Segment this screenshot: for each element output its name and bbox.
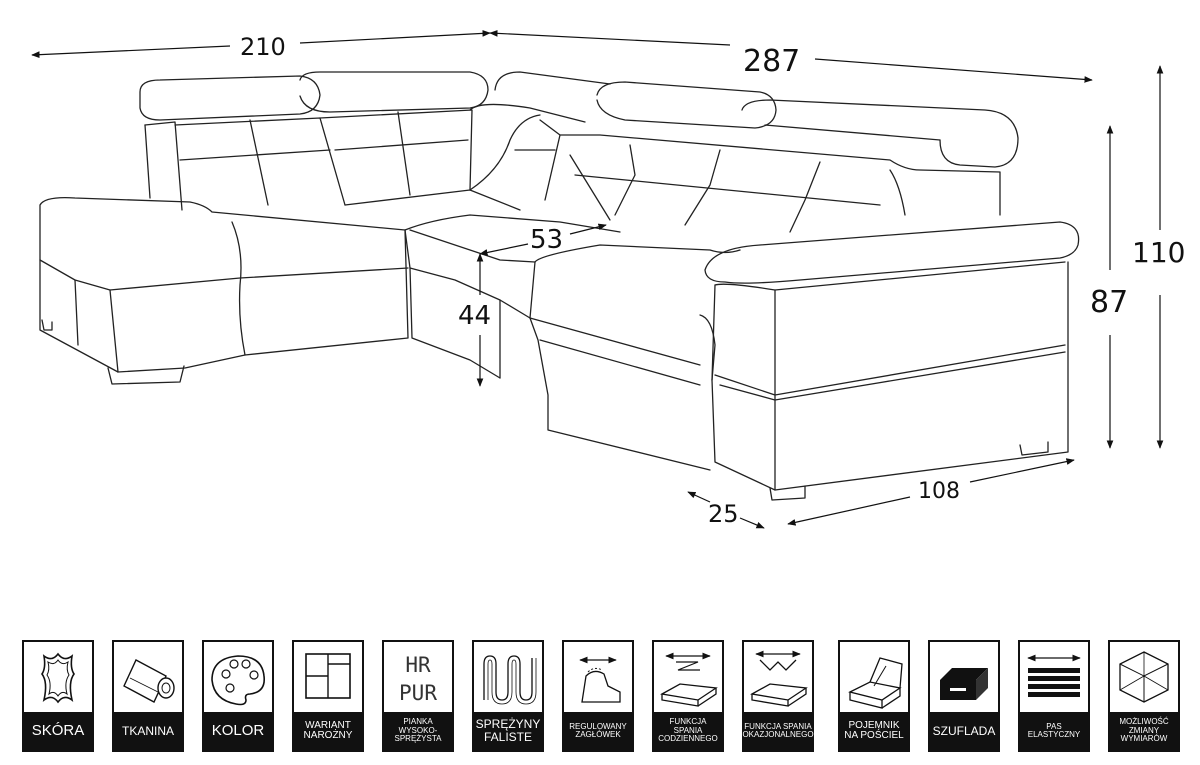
feature-skora: SKÓRA	[22, 640, 94, 752]
bedding-container-icon	[840, 642, 908, 714]
feature-label: REGULOWANY ZAGŁÓWEK	[564, 712, 632, 750]
feature-label: FUNKCJA SPANIA CODZIENNEGO	[654, 712, 722, 750]
feature-label: SKÓRA	[24, 712, 92, 750]
dim-armrest-height: 87	[1090, 285, 1128, 320]
foam-icon: HR PUR	[384, 642, 452, 714]
elastic-belt-icon	[1020, 642, 1088, 714]
feature-label: TKANINA	[114, 712, 182, 750]
feature-szuflada: SZUFLADA	[928, 640, 1000, 752]
feature-label: FUNKCJA SPANIA OKAZJONALNEGO	[742, 712, 814, 750]
dimension-lines	[31, 30, 1164, 529]
feature-pojemnik: POJEMNIK NA POŚCIEL	[838, 640, 910, 752]
feature-zmiana: MOŻLIWOŚĆ ZMIANY WYMIARÓW	[1108, 640, 1180, 752]
palette-icon	[204, 642, 272, 714]
dim-total-height: 110	[1132, 236, 1185, 269]
feature-label: WARIANT NAROŻNY	[294, 712, 362, 750]
feature-tkanina: TKANINA	[112, 640, 184, 752]
feature-codzienna: FUNKCJA SPANIA CODZIENNEGO	[652, 640, 724, 752]
sofa-dimension-drawing: 210 287 110 87 53 44 25 108	[31, 30, 1185, 529]
feature-label: SPRĘŻYNY FALISTE	[474, 712, 542, 750]
dim-left-width: 210	[240, 33, 286, 61]
foam-badge-bottom: PUR	[399, 681, 437, 705]
feature-label: KOLOR	[204, 712, 272, 750]
feature-wariant: WARIANT NAROŻNY	[292, 640, 364, 752]
dim-right-width: 287	[743, 44, 800, 79]
drawer-icon	[930, 642, 998, 714]
feature-label: PAS ELASTYCZNY	[1020, 712, 1088, 750]
feature-pianka: HR PUR PIANKA WYSOKO-SPRĘŻYSTA	[382, 640, 454, 752]
dim-right-depth: 108	[918, 479, 960, 504]
feature-pas: PAS ELASTYCZNY	[1018, 640, 1090, 752]
dim-arm-width: 25	[708, 500, 739, 528]
feature-label: POJEMNIK NA POŚCIEL	[840, 712, 908, 750]
feature-kolor: KOLOR	[202, 640, 274, 752]
feature-okazjonalna: FUNKCJA SPANIA OKAZJONALNEGO	[742, 640, 814, 752]
feature-icons-row: SKÓRA TKANINA KOLOR WARIANT NAROŻNY HR P…	[0, 640, 1200, 755]
spring-icon	[474, 642, 542, 714]
headrest-icon	[564, 642, 632, 714]
feature-label: SZUFLADA	[930, 712, 998, 750]
leather-icon	[24, 642, 92, 714]
feature-sprezyny: SPRĘŻYNY FALISTE	[472, 640, 544, 752]
daily-sleep-icon	[654, 642, 722, 714]
corner-variant-icon	[294, 642, 362, 714]
dim-seat-depth: 53	[530, 225, 563, 255]
foam-badge-top: HR	[405, 653, 431, 677]
resize-cube-icon	[1110, 642, 1178, 714]
feature-zaglowek: REGULOWANY ZAGŁÓWEK	[562, 640, 634, 752]
dim-seat-height: 44	[458, 301, 491, 331]
feature-label: MOŻLIWOŚĆ ZMIANY WYMIARÓW	[1110, 712, 1178, 750]
corner-sofa-outline	[39, 71, 1080, 501]
fabric-roll-icon	[114, 642, 182, 714]
occasional-sleep-icon	[744, 642, 812, 714]
feature-label: PIANKA WYSOKO-SPRĘŻYSTA	[384, 712, 452, 750]
